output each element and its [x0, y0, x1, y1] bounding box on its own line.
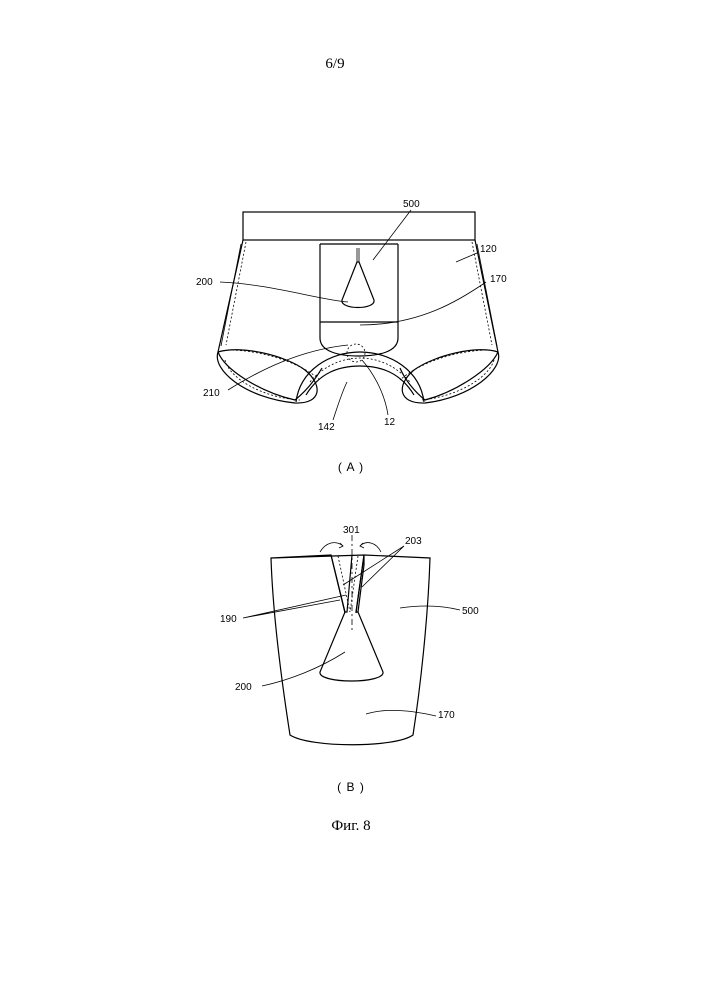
label-170: 170: [490, 274, 507, 285]
opening-200: [342, 262, 374, 308]
label-190: 190: [220, 614, 237, 625]
leader-170: [360, 282, 486, 325]
pouch-pattern-outline: [271, 555, 430, 745]
label-170-b: 170: [438, 710, 455, 721]
pouch-bottom-170: [320, 322, 398, 356]
leader-170-b: [366, 710, 436, 716]
label-203: 203: [405, 536, 422, 547]
left-leg-opening: [217, 350, 317, 403]
label-120: 120: [480, 244, 497, 255]
garment-body: [218, 240, 498, 400]
leader-500: [373, 210, 411, 260]
view-b-caption: ( B ): [337, 780, 365, 794]
right-seam-stitch: [472, 242, 492, 345]
label-12: 12: [384, 417, 396, 428]
leader-12: [362, 360, 388, 415]
view-b-pouch-pattern: 301 203 190 500 200 170 ( B ): [220, 525, 479, 794]
label-200-b: 200: [235, 682, 252, 693]
label-210: 210: [203, 388, 220, 399]
crotch-stitch: [310, 358, 410, 382]
slit-left-edge: [331, 555, 345, 613]
opening-200-b: [320, 612, 383, 681]
label-200: 200: [196, 277, 213, 288]
slit-right-edge: [356, 555, 364, 613]
right-leg-opening: [402, 350, 498, 403]
page-number: 6/9: [325, 56, 344, 72]
view-a-caption: ( A ): [338, 460, 364, 474]
label-301: 301: [343, 525, 360, 536]
waistband: [243, 212, 475, 240]
leader-142: [333, 382, 347, 420]
leader-120: [456, 253, 477, 262]
left-seam: [221, 244, 241, 346]
label-500-b: 500: [462, 606, 479, 617]
left-seam-stitch: [226, 242, 246, 345]
leader-200-b: [262, 652, 345, 686]
label-500: 500: [403, 199, 420, 210]
leader-190: [243, 595, 346, 618]
leader-200: [220, 282, 348, 302]
figure-caption: Фиг. 8: [331, 818, 370, 834]
label-142: 142: [318, 422, 335, 433]
opening-slit: [357, 248, 359, 262]
right-seam: [477, 244, 497, 346]
leader-500-b: [400, 606, 460, 610]
view-a-underwear-drawing: 500 120 170 200 210 142 12 ( A ): [196, 199, 507, 474]
